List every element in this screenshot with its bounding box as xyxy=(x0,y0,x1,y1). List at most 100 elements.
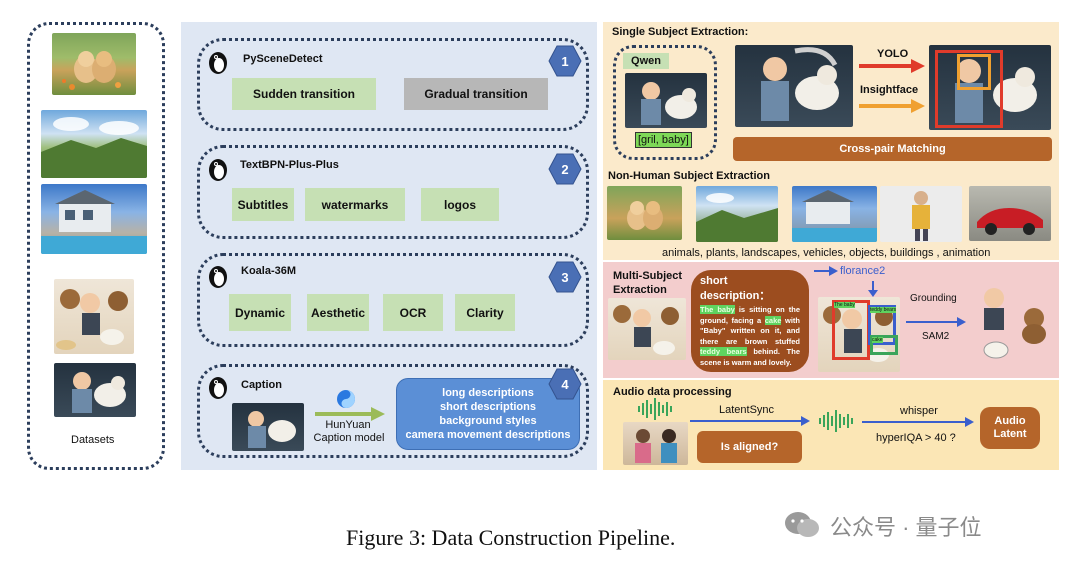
qwen-tag: [gril, baby] xyxy=(635,132,692,148)
latentsync-label: LatentSync xyxy=(719,404,775,416)
step-number-4: 4 xyxy=(548,368,582,400)
baby-cake-illustration xyxy=(613,305,679,355)
audio-latent-line: Audio xyxy=(994,415,1026,427)
short-description-text: The baby is sitting on the ground, facin… xyxy=(700,305,800,368)
desc-text: is sitting on the ground, facing a xyxy=(700,305,800,325)
box-label-baby: The baby xyxy=(834,302,855,308)
child-lamb-illustration xyxy=(72,372,126,413)
highlight-cake: cake xyxy=(764,315,782,325)
house-illustration xyxy=(792,190,877,242)
dogs-illustration xyxy=(627,201,663,230)
audio-latent-box: Audio Latent xyxy=(980,407,1040,449)
caption-line: long descriptions xyxy=(442,387,534,399)
datasets-label: Datasets xyxy=(71,434,115,446)
dataset-image-landscape xyxy=(41,110,147,178)
item-aesthetic: Aesthetic xyxy=(307,294,369,331)
single-subject-image xyxy=(735,45,853,127)
tool-title-2: TextBPN-Plus-Plus xyxy=(240,159,339,171)
non-human-categories: animals, plants, landscapes, vehicles, o… xyxy=(662,247,991,259)
whisper-label: whisper xyxy=(900,405,938,417)
sam-label: SAM2 xyxy=(922,331,950,342)
step-number-1: 1 xyxy=(548,45,582,77)
box-teddy xyxy=(868,305,896,345)
dogs-illustration xyxy=(62,51,121,90)
segmented-subjects-illustration xyxy=(983,288,1046,359)
qwen-input-image xyxy=(625,73,707,128)
multi-subject-title-1: Multi-Subject xyxy=(613,270,683,282)
face-bounding-box xyxy=(957,54,991,90)
child-lamb-illustration xyxy=(761,47,839,121)
tool-title-1: PySceneDetect xyxy=(243,53,323,65)
tool-title-3: Koala-36M xyxy=(241,265,297,277)
penguin-icon xyxy=(209,266,227,288)
box-baby xyxy=(832,300,870,360)
tool-box-2 xyxy=(197,145,589,239)
nonhuman-image-person xyxy=(880,186,962,242)
item-sudden-transition: Sudden transition xyxy=(232,78,376,110)
desc-text: behind. The scene is warm and lovely. xyxy=(700,347,800,367)
landscape-illustration xyxy=(696,193,778,242)
hunyuan-logo-icon xyxy=(337,390,355,408)
caption-input-image xyxy=(232,403,304,451)
box-label-cake: cake xyxy=(872,337,883,343)
short-description-title: short description： xyxy=(700,275,771,302)
item-gradual-transition: Gradual transition xyxy=(404,78,548,110)
audio-title: Audio data processing xyxy=(613,386,732,398)
tool-box-4 xyxy=(197,364,589,458)
hyperiqa-label: hyperIQA > 40 ? xyxy=(876,432,956,444)
highlight-baby: The baby xyxy=(700,305,735,314)
dataset-image-dogs xyxy=(52,33,136,95)
box-cake xyxy=(870,335,898,355)
single-subject-title: Single Subject Extraction: xyxy=(612,26,749,38)
figure-caption: Figure 3: Data Construction Pipeline. xyxy=(346,525,676,550)
item-subtitles: Subtitles xyxy=(232,188,294,221)
dataset-image-house xyxy=(41,184,147,254)
nonhuman-image-landscape xyxy=(696,186,778,242)
hexagon-icon xyxy=(548,261,582,293)
short-description-box: short description： The baby is sitting o… xyxy=(691,270,809,372)
caption-line: short descriptions xyxy=(440,401,536,413)
waveform-icon xyxy=(819,410,853,432)
arrow-right-icon xyxy=(859,59,925,73)
landscape-illustration xyxy=(41,117,147,178)
nonhuman-image-dogs xyxy=(607,186,682,240)
baby-cake-illustration xyxy=(56,289,128,350)
penguin-icon xyxy=(209,377,227,399)
tool-box-3 xyxy=(197,253,589,347)
arrow-right-icon xyxy=(906,317,966,327)
arrow-right-icon xyxy=(315,407,385,421)
non-human-title: Non-Human Subject Extraction xyxy=(608,170,770,182)
people-talking-illustration xyxy=(635,429,677,463)
insightface-label: Insightface xyxy=(860,84,919,96)
item-watermarks: watermarks xyxy=(305,188,405,221)
penguin-icon xyxy=(209,52,227,74)
arrow-right-icon xyxy=(814,266,838,276)
arrow-right-icon xyxy=(690,416,810,426)
cross-pair-matching: Cross-pair Matching xyxy=(733,137,1052,161)
highlight-teddy: teddy bears xyxy=(700,347,747,356)
step-number-3: 3 xyxy=(548,261,582,293)
hexagon-icon xyxy=(548,45,582,77)
desc-text: with "Baby" written on it, and there are… xyxy=(700,315,800,346)
waveform-icon xyxy=(638,398,672,420)
child-lamb-illustration xyxy=(641,82,697,125)
watermark-text: 公众号 · 量子位 xyxy=(830,515,982,540)
is-aligned-box: Is aligned? xyxy=(697,431,802,463)
child-lamb-illustration xyxy=(248,411,296,448)
dataset-image-baby-cake xyxy=(54,279,134,354)
item-clarity: Clarity xyxy=(455,294,515,331)
arrow-right-icon xyxy=(859,99,925,113)
tool-box-1 xyxy=(197,38,589,131)
car-illustration xyxy=(977,208,1043,235)
hexagon-icon xyxy=(548,153,582,185)
yolo-bounding-box xyxy=(935,50,1003,128)
step-number-2: 2 xyxy=(548,153,582,185)
item-logos: logos xyxy=(421,188,499,221)
yolo-label: YOLO xyxy=(877,48,909,60)
caption-line: background styles xyxy=(439,415,537,427)
grounding-label: Grounding xyxy=(910,293,957,304)
item-dynamic: Dynamic xyxy=(229,294,291,331)
wechat-icon xyxy=(785,512,819,537)
arrow-right-icon xyxy=(862,417,974,427)
qwen-box xyxy=(613,45,717,160)
